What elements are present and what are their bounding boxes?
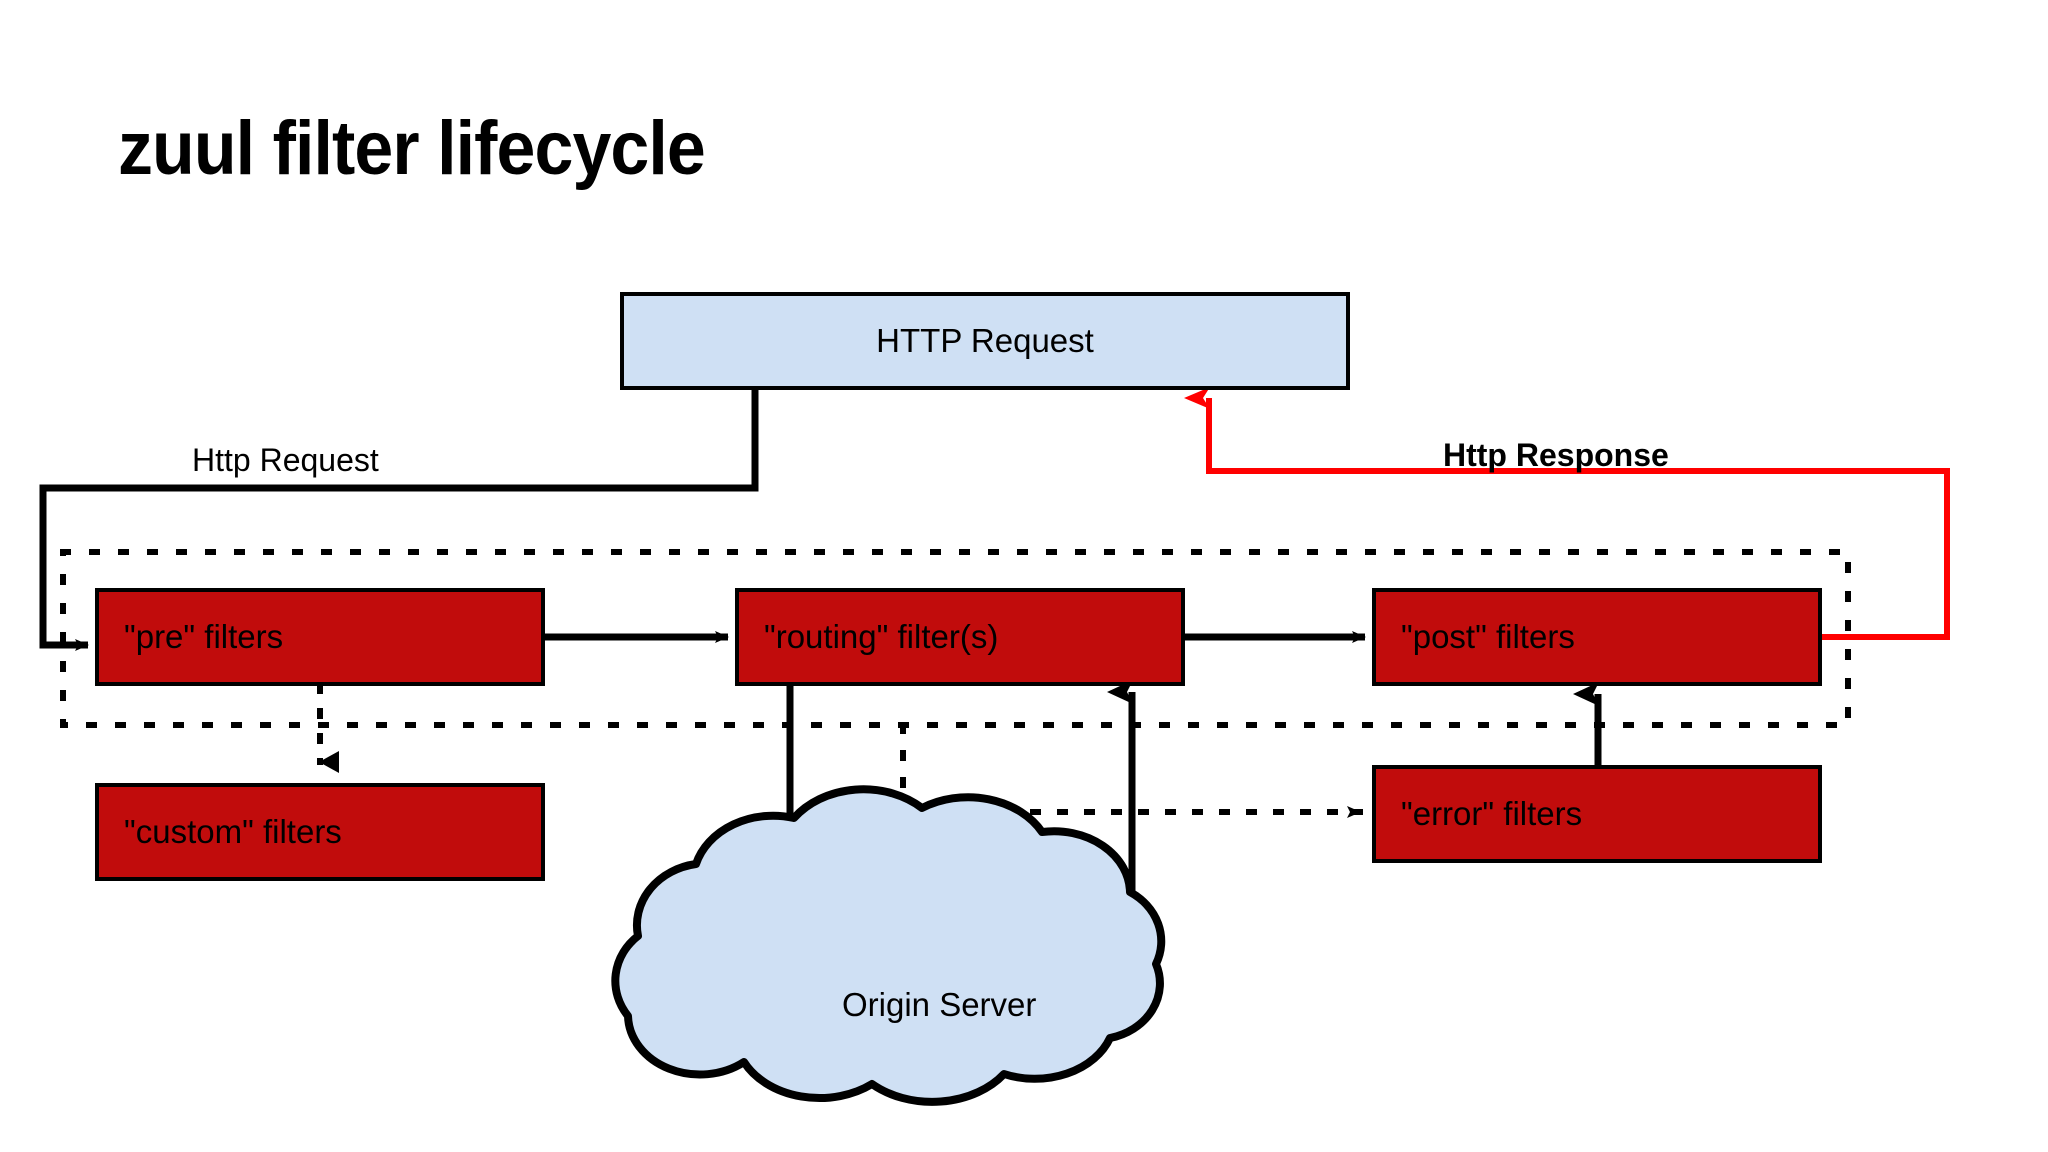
origin-server-label: Origin Server — [842, 986, 1037, 1023]
http-response-edge-label: Http Response — [1443, 437, 1669, 473]
http-response-edge — [1184, 387, 1950, 640]
dotted-container-icon — [60, 549, 1851, 728]
post-filters-box[interactable]: "post" filters — [1372, 588, 1822, 686]
routing-filters-box[interactable]: "routing" filter(s) — [735, 588, 1185, 686]
http-request-box[interactable]: HTTP Request — [620, 292, 1350, 390]
error-filters-box[interactable]: "error" filters — [1372, 765, 1822, 863]
page-title: zuul filter lifecycle — [118, 106, 706, 191]
pre-filters-box[interactable]: "pre" filters — [95, 588, 545, 686]
custom-filters-box[interactable]: "custom" filters — [95, 783, 545, 881]
http-request-edge — [39, 390, 759, 651]
cloud-icon — [611, 785, 1166, 1106]
http-request-edge-label: Http Request — [192, 442, 379, 478]
